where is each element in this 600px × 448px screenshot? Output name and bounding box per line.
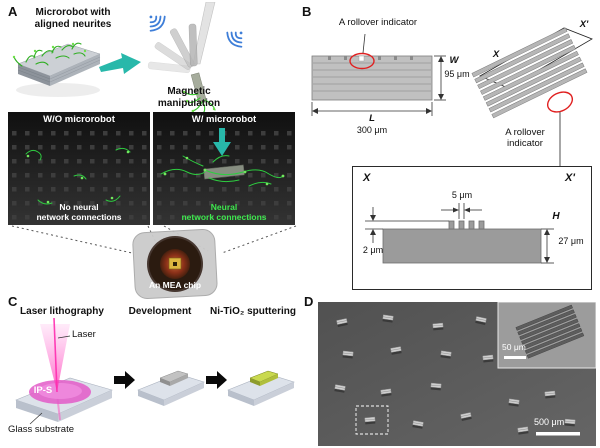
w-microrobot-image: W/ microrobot Neural network connections	[153, 112, 295, 225]
inset-scale-label: 50 μm	[502, 342, 526, 352]
neurites	[13, 42, 86, 67]
cross-section-drawing	[365, 203, 554, 264]
magnetic-caption: Magnetic manipulation	[157, 86, 221, 109]
height-dim-value: 27 μm	[558, 236, 584, 246]
indicator-circle	[349, 52, 375, 70]
signal-wifi-icon	[149, 15, 166, 32]
panel-c-label: C	[8, 294, 18, 309]
step-arrow-icon	[114, 371, 135, 389]
sparse-neurons	[25, 147, 131, 205]
glass-rod	[192, 2, 216, 65]
indicator-teeth	[448, 220, 485, 230]
mea-array-background	[153, 112, 295, 225]
cross-section-box: X X' 5 μm 2 μm H 27 μm	[352, 166, 592, 290]
step2-title: Development	[128, 306, 192, 317]
teal-arrow-icon	[99, 53, 141, 74]
mea-chip-caption: An MEA chip	[148, 280, 202, 290]
inset-scale-bar	[504, 356, 526, 359]
wo-panel-title: W/O microrobot	[43, 114, 115, 125]
cross-end-label: X'	[565, 172, 575, 184]
indicator-circle	[546, 91, 574, 113]
coated-microrobot	[249, 370, 279, 386]
sem-content	[318, 302, 596, 446]
main-scale-label: 500 μm	[534, 417, 565, 427]
sputtering-illustration	[227, 370, 295, 406]
laser-lithography-illustration	[15, 317, 113, 425]
panel-b-label: B	[302, 4, 312, 19]
ips-label: IP-S	[33, 385, 53, 396]
tooth-width-dim: 5 μm	[451, 190, 473, 200]
sem-image: 50 μm 500 μm	[318, 302, 596, 446]
length-dim-label: L	[369, 113, 375, 124]
manipulated-microrobot	[190, 72, 207, 105]
selection-dashed-box	[355, 405, 389, 435]
tooth-height-dim: 2 μm	[362, 245, 384, 255]
layer-stack	[471, 27, 588, 119]
signal-wifi-icon	[226, 31, 243, 48]
length-dim-value: 300 μm	[356, 125, 388, 135]
section-end-label: X'	[579, 19, 589, 30]
step1-title: Laser lithography	[20, 306, 104, 317]
rollover-indicator-label-top: A rollover indicator	[338, 17, 418, 28]
step-arrow-icon	[206, 371, 227, 389]
w-panel-caption: Neural network connections	[181, 201, 267, 222]
rollover-indicator-notch	[358, 55, 365, 62]
magnetic-manipulation-illustration	[147, 2, 243, 114]
microrobot-side-view	[311, 33, 446, 116]
teal-down-arrow-icon	[213, 128, 231, 156]
panel-a-label: A	[8, 4, 18, 19]
flip-motion-trail	[147, 23, 198, 74]
cross-start-label: X	[363, 172, 371, 184]
laser-label: Laser	[72, 329, 96, 340]
developed-microrobot	[159, 370, 189, 386]
w-panel-title: W/ microrobot	[191, 114, 257, 125]
mea-array-background	[8, 112, 150, 225]
step3-title: Ni-TiO₂ sputtering	[210, 306, 296, 317]
microrobot-3d-stack	[471, 27, 593, 166]
placed-microrobot	[203, 164, 245, 180]
microrobot-illustration	[12, 42, 101, 97]
wo-panel-caption: No neural network connections	[36, 201, 122, 222]
development-illustration	[137, 370, 205, 406]
width-dim-value: 95 μm	[444, 69, 470, 79]
mea-chip-illustration	[132, 229, 218, 299]
microrobot-caption: Microrobot with aligned neurites	[34, 7, 112, 30]
glass-substrate-label: Glass substrate	[8, 424, 74, 435]
connected-neurons	[160, 155, 284, 187]
wo-microrobot-image: W/O microrobot No neural network connect…	[8, 112, 150, 225]
main-scale-bar	[536, 432, 580, 436]
rollover-indicator-label-side: A rollover indicator	[505, 127, 545, 149]
height-dim-label: H	[552, 211, 560, 222]
width-dim-label: W	[449, 55, 459, 66]
sem-inset	[497, 302, 596, 369]
panel-d-label: D	[304, 294, 314, 309]
section-start-label: X	[492, 49, 500, 60]
